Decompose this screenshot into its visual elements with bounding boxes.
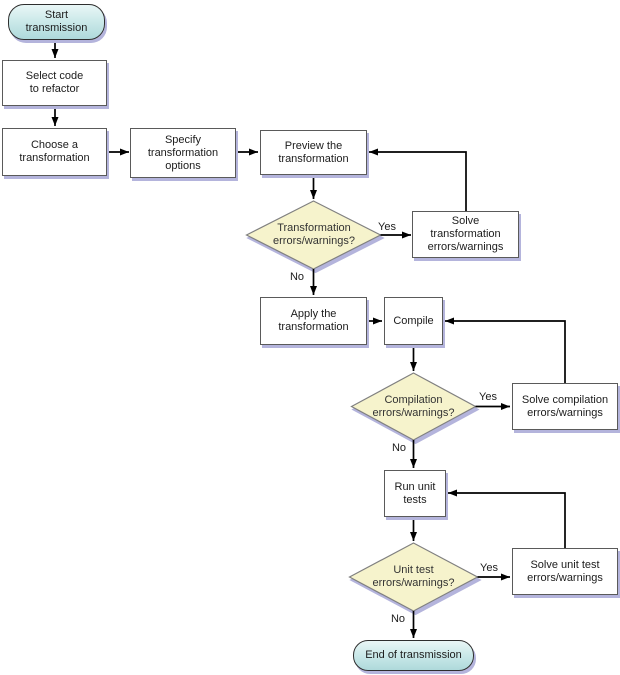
solve-unit-test-errors-node: Solve unit test errors/warnings: [512, 548, 618, 595]
compilation-errors-decision-label: Compilation errors/warnings?: [372, 394, 455, 419]
edge-solve-unit-test-feedback: [448, 489, 566, 548]
transformation-no-label: No: [289, 271, 305, 283]
transformation-yes-label: Yes: [378, 221, 396, 233]
compile-node: Compile: [384, 297, 443, 345]
preview-transformation-node: Preview the transformation: [260, 130, 367, 175]
choose-transformation-node: Choose a transformation: [2, 128, 107, 176]
unit-test-errors-decision-label: Unit test errors/warnings?: [372, 564, 455, 589]
transformation-errors-decision-label: Transformation errors/warnings?: [273, 222, 355, 247]
select-code-node: Select code to refactor: [2, 60, 107, 106]
start-terminal: Start transmission: [8, 4, 105, 40]
run-unit-tests-node: Run unit tests: [384, 470, 446, 517]
edge-solve-compilation-feedback: [445, 317, 566, 383]
end-terminal: End of transmission: [353, 640, 474, 671]
unit-test-yes-label: Yes: [480, 562, 498, 574]
solve-transformation-errors-node: Solve transformation errors/warnings: [412, 211, 519, 258]
specify-options-node: Specify transformation options: [130, 128, 236, 178]
compilation-yes-label: Yes: [479, 391, 497, 403]
solve-compilation-errors-node: Solve compilation errors/warnings: [512, 383, 618, 430]
apply-transformation-node: Apply the transformation: [260, 297, 367, 345]
unit-test-no-label: No: [390, 613, 406, 625]
edge-solve-transformation-feedback: [369, 148, 467, 211]
compilation-no-label: No: [391, 442, 407, 454]
